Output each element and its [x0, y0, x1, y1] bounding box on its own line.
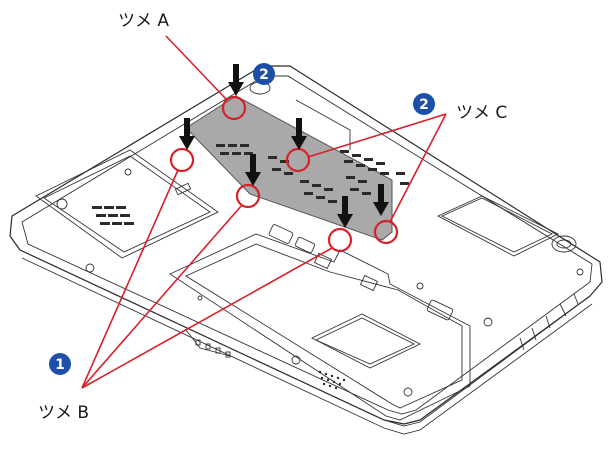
left-vent [92, 206, 134, 225]
tab-c-label: ツメ C [456, 103, 507, 123]
tab-b-label: ツメ B [38, 403, 89, 423]
step-2-badge-right: 2 [413, 93, 435, 115]
svg-text:1: 1 [55, 357, 65, 373]
arrow-down-icon [228, 64, 244, 96]
svg-text:2: 2 [259, 67, 269, 83]
tab-a-label: ツメ A [118, 11, 169, 31]
svg-text:2: 2 [419, 97, 429, 113]
tab-a-pointer [166, 36, 226, 99]
right-details [438, 196, 583, 275]
step-1-badge: 1 [49, 353, 71, 375]
step-2-badge-top: 2 [253, 63, 275, 85]
battery-compartment [86, 224, 492, 420]
